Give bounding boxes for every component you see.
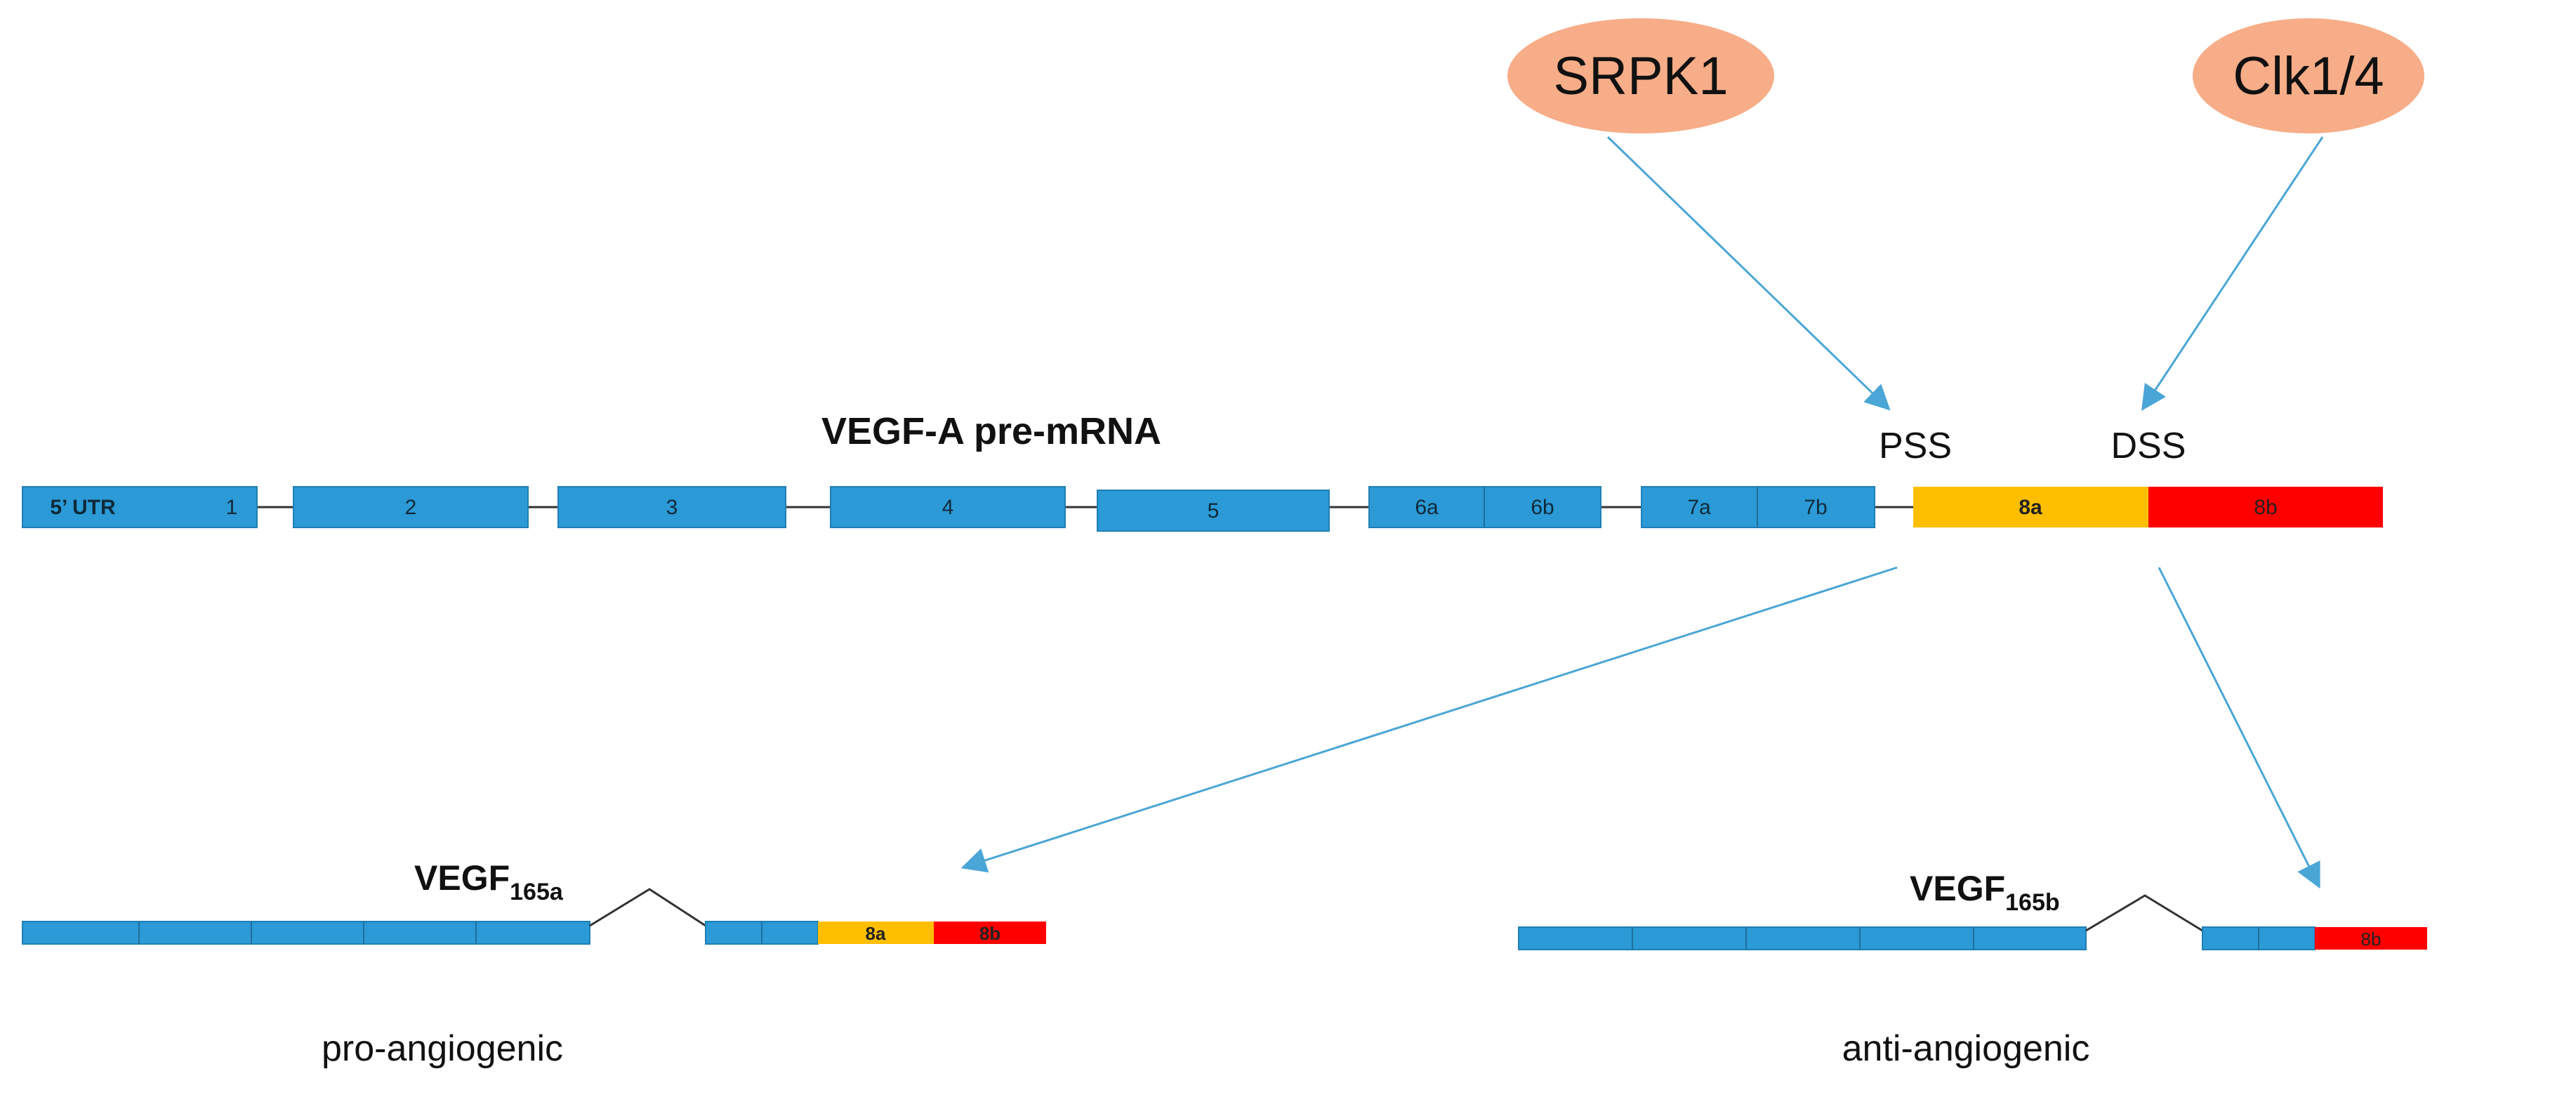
isoform-165b-splice-line [2085,894,2203,932]
pre-mrna-title: VEGF-A pre-mRNA [821,410,1161,452]
exon-6a-label: 6a [1415,496,1439,519]
isoform-165a-title: VEGF165a [414,858,564,905]
isoform-165b: VEGF165b 8b anti-angiogenic [1518,869,2427,1069]
clk-ellipse [2193,18,2424,133]
isoform-165a: VEGF165a 8a 8b pro-angiogenic [22,858,1046,1069]
exon-4 [830,486,1066,528]
pss-label: PSS [1879,426,1952,466]
exon-8b-label: 8b [2254,496,2277,519]
isoform-165b-sub: 165b [2005,889,2060,916]
pss-to-165a-arrow [960,566,1898,873]
isoform-165b-exon-8b [2315,927,2427,950]
isoform-165a-exon-8a [818,922,934,944]
exon-7a-label: 7a [1687,496,1711,519]
exon-3 [557,486,786,528]
isoform-165b-title: VEGF165b [1910,869,2060,916]
dss-label: DSS [2111,426,2186,466]
clk-arrow [2141,136,2324,412]
isoform-165b-8b-label: 8b [2361,929,2382,950]
exon-8a-label: 8a [2019,496,2042,519]
exon-4-label: 4 [942,496,954,519]
dss-to-165b-arrow [2158,567,2320,889]
exon-7b-label: 7b [1804,496,1827,519]
isoform-165a-exons-1-5 [22,921,590,945]
exon-2-label: 2 [405,496,417,519]
isoform-165a-8a-label: 8a [866,923,886,944]
isoform-165a-sub: 165a [510,879,564,905]
exon-5-label: 5 [1208,499,1220,523]
isoform-165b-base: VEGF [1910,869,2005,908]
exon-8a [1913,487,2148,527]
isoform-165b-exons-1-5 [1518,926,2087,950]
srpk1-arrow [1606,136,1891,411]
exon-1-utr [22,486,258,528]
srpk1-label: SRPK1 [1553,46,1728,106]
exon-6b-label: 6b [1531,496,1554,519]
isoform-165a-exon-8b [934,922,1046,944]
exon-2 [293,486,529,528]
exon-3-label: 3 [666,496,678,519]
isoform-165a-splice-line [589,888,706,927]
clk-label: Clk1/4 [2233,46,2384,106]
pre-mrna-exons: 5’ UTR 1 2 3 4 5 6a 6b 7a 7b 8a 8b [22,486,2383,532]
isoform-165a-base: VEGF [414,858,510,898]
utr-label: 5’ UTR [50,496,116,519]
isoform-165b-caption: anti-angiogenic [1842,1028,2090,1069]
exon-5 [1097,490,1330,532]
srpk1-ellipse [1507,18,1774,133]
isoform-165a-8b-label: 8b [979,923,1000,944]
exon-1-label: 1 [226,496,238,519]
isoform-165a-caption: pro-angiogenic [322,1028,563,1069]
exon-8b [2148,487,2383,527]
